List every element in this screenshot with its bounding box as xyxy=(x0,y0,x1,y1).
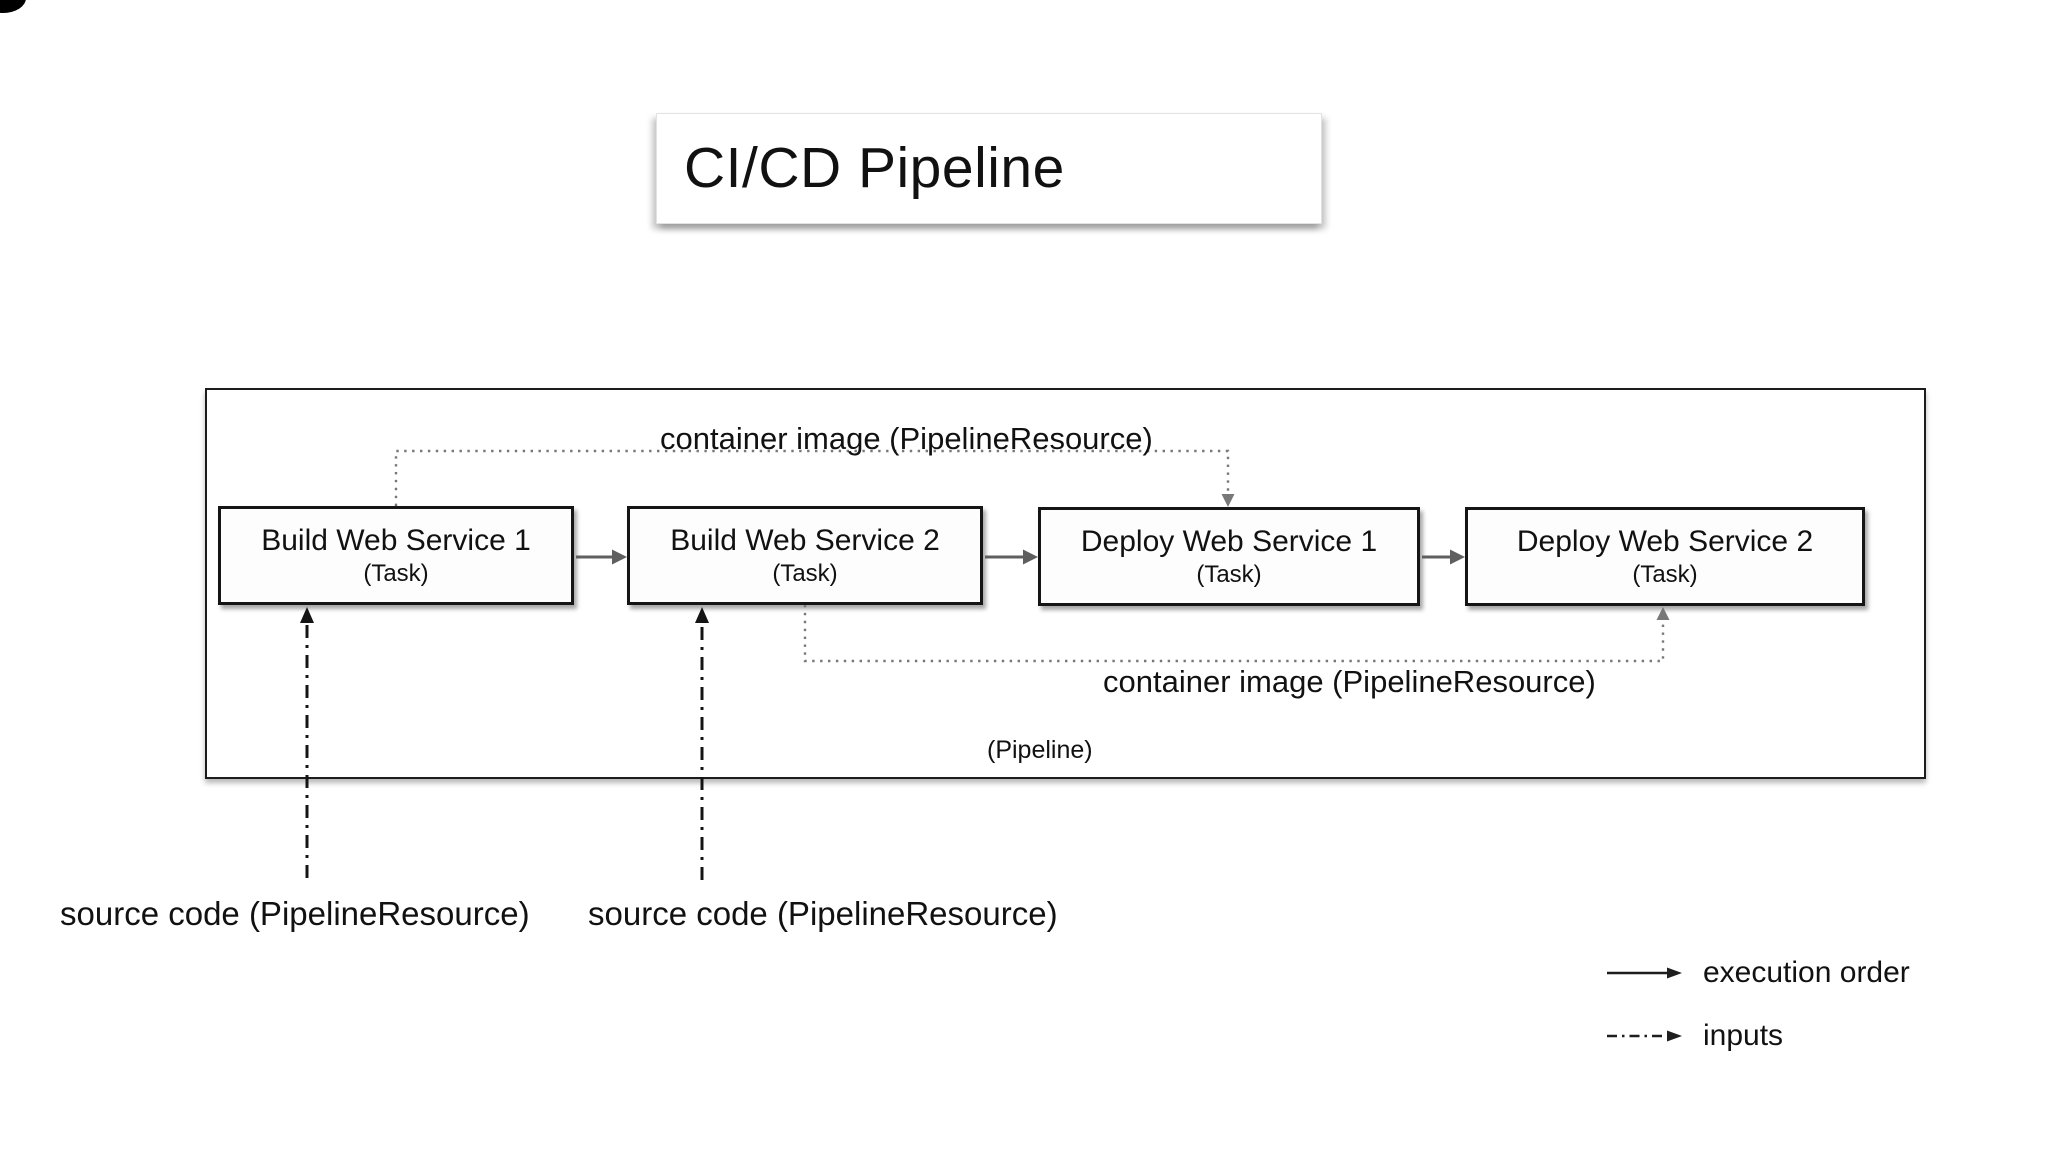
task-subtitle: (Task) xyxy=(363,559,429,587)
legend-item-inputs: inputs xyxy=(1605,1019,1783,1053)
task-title: Deploy Web Service 2 xyxy=(1516,524,1814,558)
legend-label-inputs: inputs xyxy=(1703,1019,1784,1052)
pipeline-label: (Pipeline) xyxy=(987,736,1093,764)
task-subtitle: (Task) xyxy=(1632,560,1698,588)
container-image-label-bottom: container image (PipelineResource) xyxy=(1103,664,1596,699)
task-title: Build Web Service 2 xyxy=(670,523,940,557)
diagram-title: CI/CD Pipeline xyxy=(684,136,1065,200)
task-title: Build Web Service 1 xyxy=(261,523,531,557)
task-box-build-web-service-1: Build Web Service 1 (Task) xyxy=(218,506,574,605)
source-code-label-1: source code (PipelineResource) xyxy=(60,895,530,932)
task-box-build-web-service-2: Build Web Service 2 (Task) xyxy=(627,506,983,605)
corner-artifact xyxy=(0,0,26,13)
diagram-title-box: CI/CD Pipeline xyxy=(656,113,1322,224)
task-box-deploy-web-service-1: Deploy Web Service 1 (Task) xyxy=(1038,507,1420,606)
task-subtitle: (Task) xyxy=(772,559,838,587)
container-image-label-top: container image (PipelineResource) xyxy=(660,421,1153,456)
task-title: Deploy Web Service 1 xyxy=(1080,524,1378,558)
dash-dot-arrow-icon xyxy=(1607,1030,1682,1042)
solid-arrow-icon xyxy=(1607,967,1682,979)
legend-item-execution-order: execution order xyxy=(1605,956,1910,990)
legend-label-execution-order: execution order xyxy=(1703,956,1910,989)
source-code-label-2: source code (PipelineResource) xyxy=(588,895,1058,932)
task-subtitle: (Task) xyxy=(1196,560,1262,588)
task-box-deploy-web-service-2: Deploy Web Service 2 (Task) xyxy=(1465,507,1865,606)
